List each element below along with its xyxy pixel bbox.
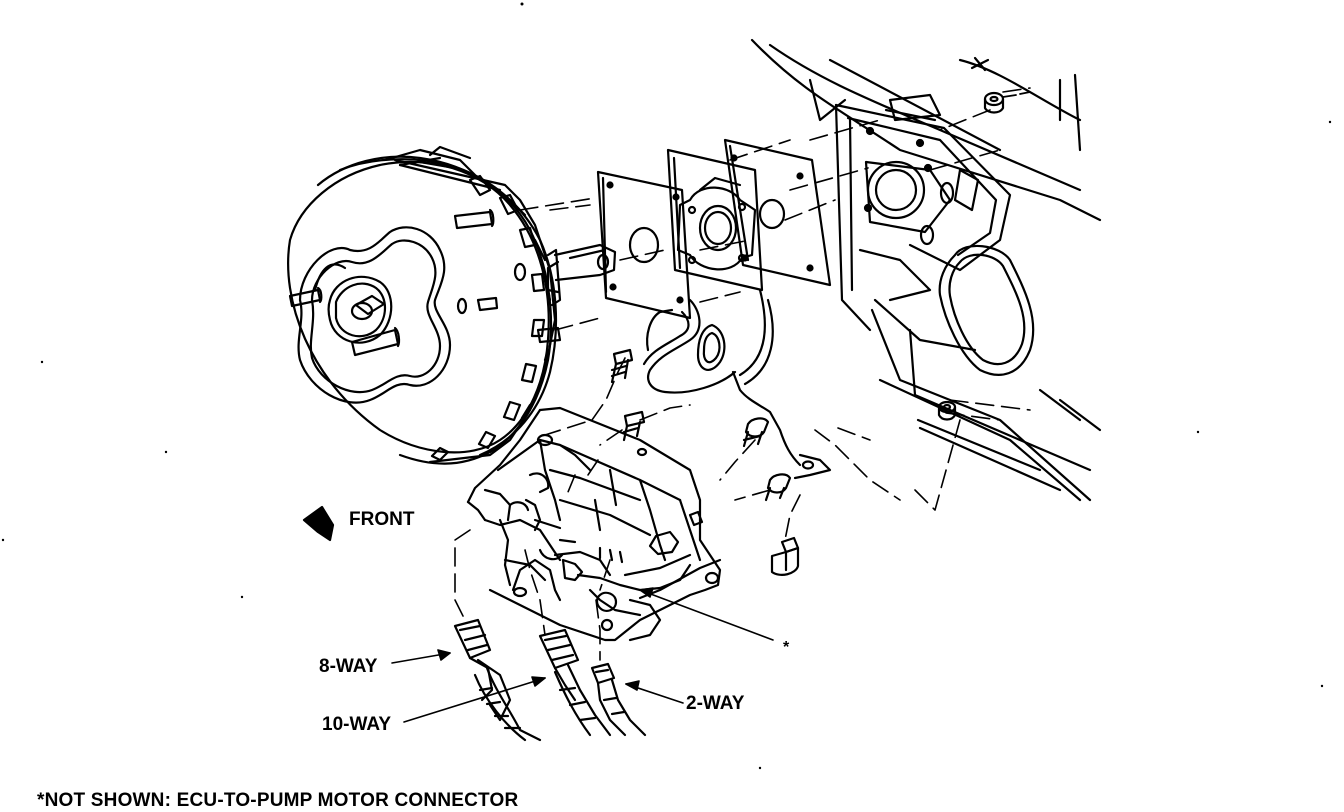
wall-nut-upper bbox=[983, 91, 1031, 114]
leader-arrows bbox=[391, 587, 774, 723]
label-2-way: 2-WAY bbox=[686, 693, 745, 714]
ecu-mounting-bracket bbox=[642, 288, 832, 480]
asterisk-marker: * bbox=[783, 639, 790, 656]
bolt-middle bbox=[622, 410, 646, 442]
bolt-upper-left bbox=[610, 348, 634, 384]
label-10-way: 10-WAY bbox=[322, 714, 391, 735]
wall-nut-lower bbox=[937, 400, 957, 421]
mounting-plate bbox=[596, 170, 692, 320]
footnote: *NOT SHOWN: ECU-TO-PUMP MOTOR CONNECTOR bbox=[37, 790, 519, 811]
brake-booster bbox=[287, 145, 617, 465]
scan-specks bbox=[1, 2, 1332, 770]
bolt-lower bbox=[770, 536, 800, 576]
gasket bbox=[723, 138, 832, 287]
label-8-way: 8-WAY bbox=[319, 656, 378, 677]
front-label: FRONT bbox=[349, 509, 415, 530]
firewall-panel bbox=[750, 38, 1102, 502]
bolt-right-lower bbox=[764, 473, 792, 502]
booster-bracket bbox=[666, 148, 764, 292]
front-arrow-icon bbox=[302, 505, 335, 542]
bolt-right-upper bbox=[742, 417, 770, 448]
connector-2-way bbox=[590, 662, 647, 737]
connector-10-way bbox=[538, 628, 612, 737]
connector-8-way bbox=[453, 618, 542, 742]
